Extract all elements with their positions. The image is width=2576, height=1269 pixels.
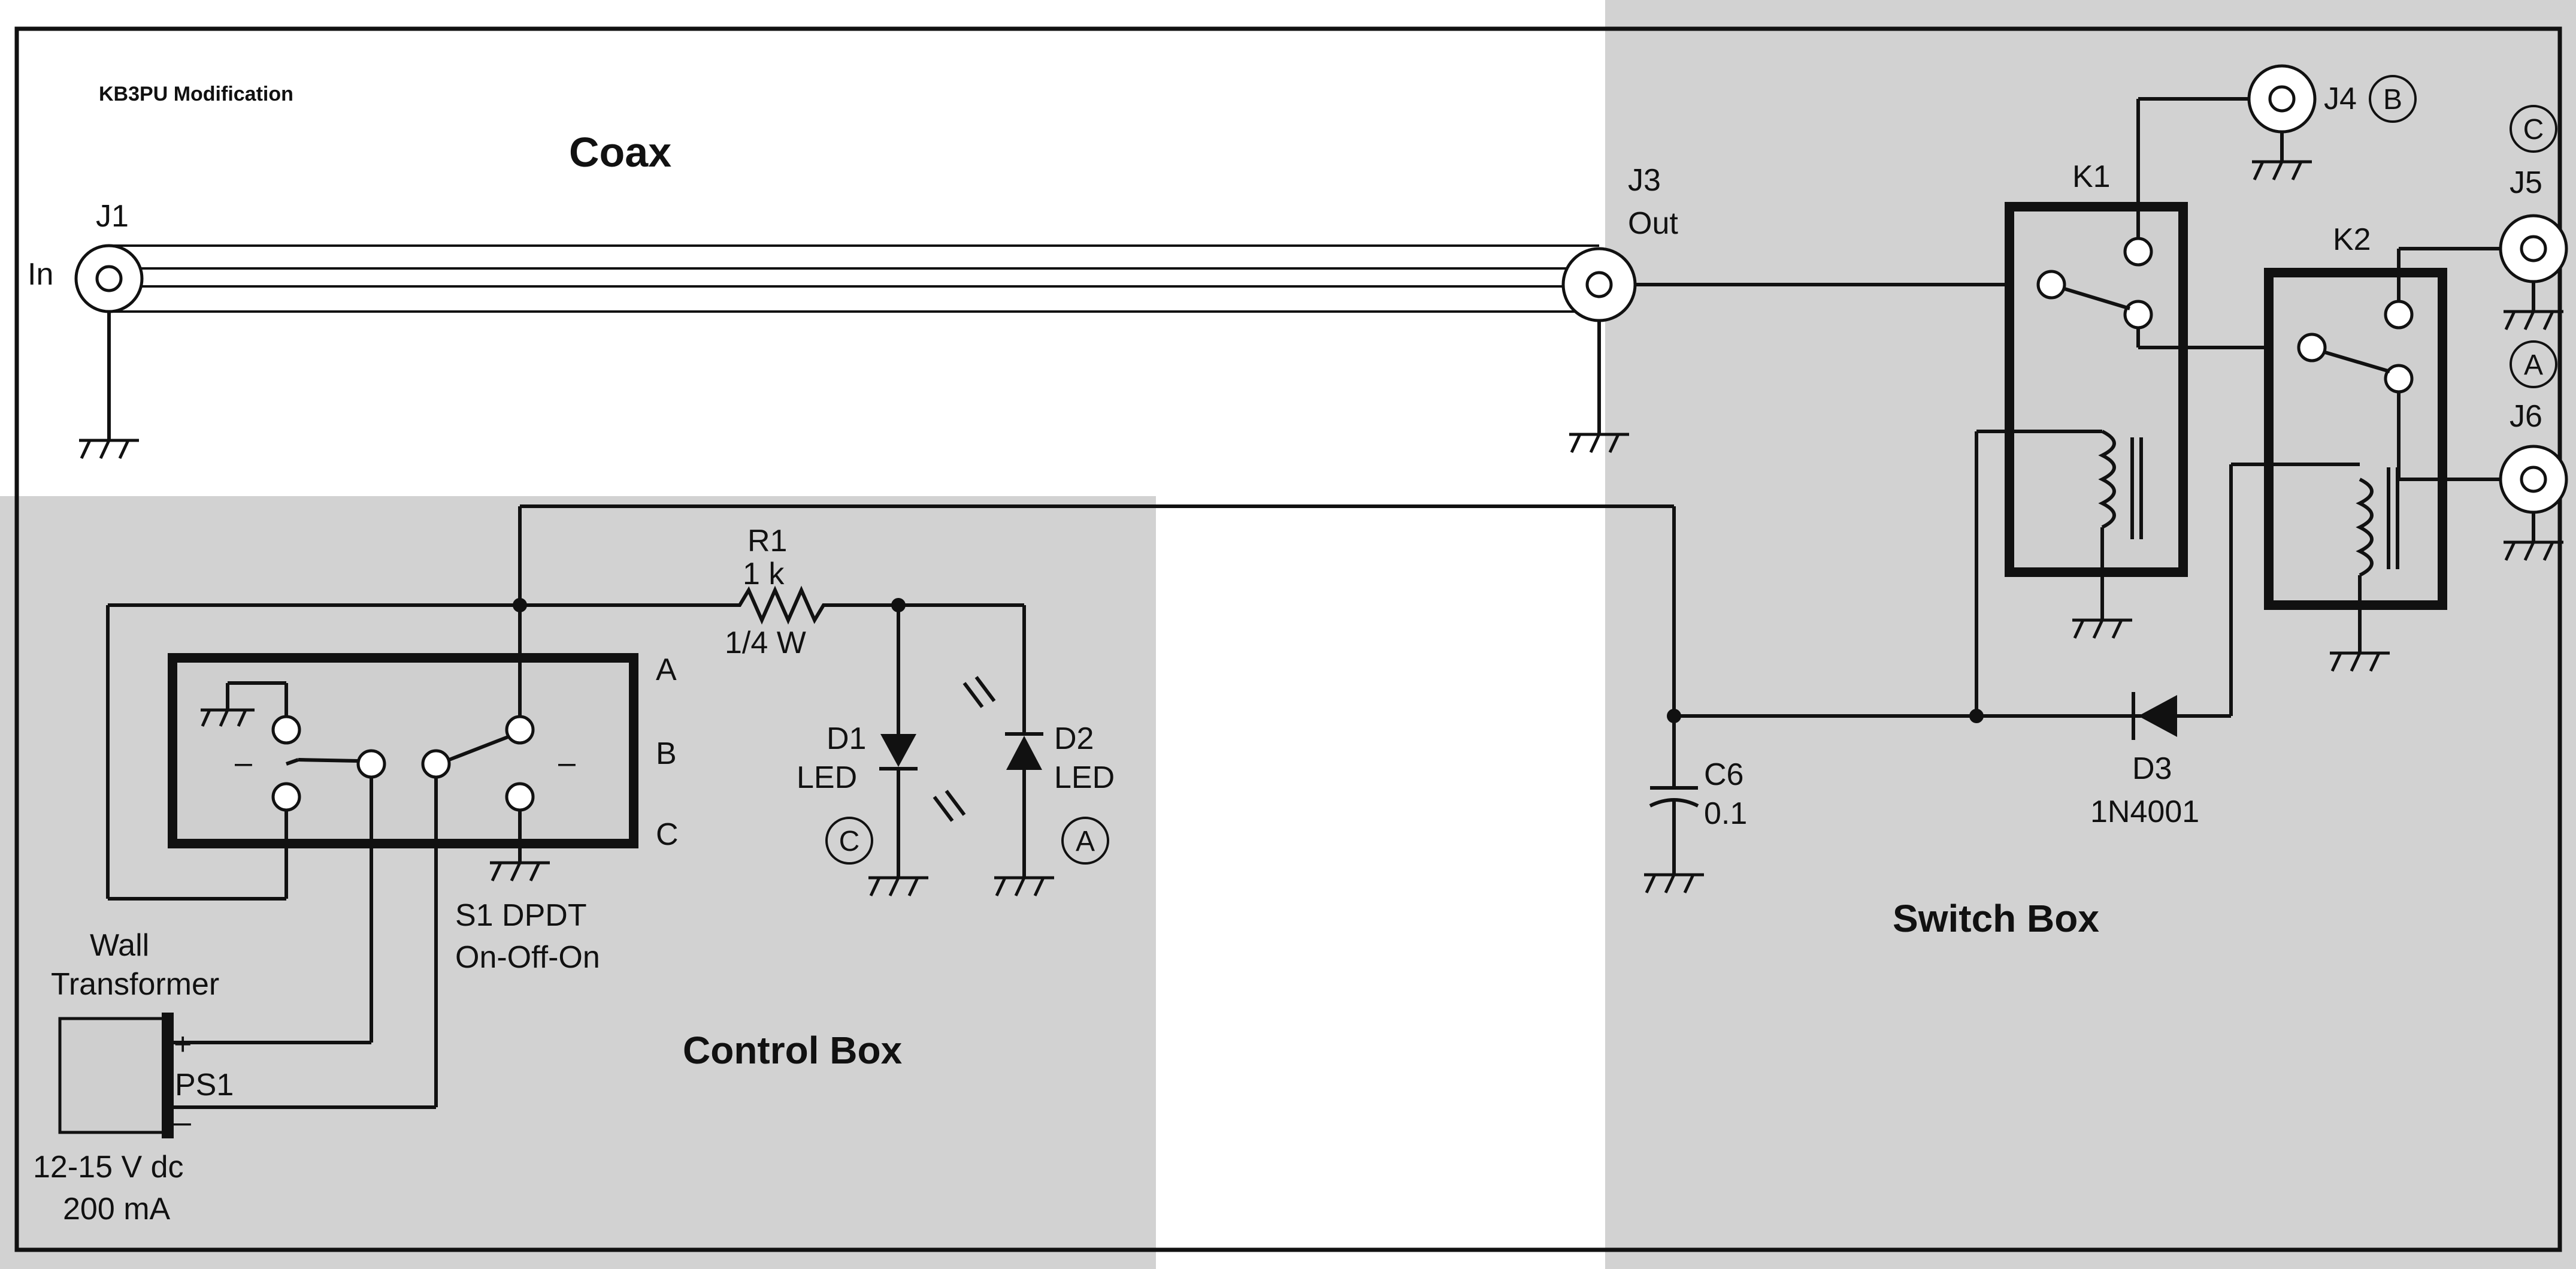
marker-a-circle [2510, 340, 2557, 388]
svg-text:K2: K2 [2333, 222, 2371, 257]
ground-s1-internal [201, 708, 255, 727]
svg-text:R1: R1 [747, 524, 787, 558]
svg-text:–: – [558, 745, 576, 780]
ground-k1 [2072, 618, 2132, 639]
ground-c6 [1644, 873, 1704, 894]
jack-j3: J3 Out [1561, 163, 1678, 434]
svg-text:1/4 W: 1/4 W [725, 626, 806, 660]
ground-k2 [2330, 651, 2390, 672]
svg-text:PS1: PS1 [175, 1068, 234, 1102]
svg-text:B: B [656, 736, 677, 771]
jack-j4: J4 B [2136, 64, 2417, 238]
svg-text:200 mA: 200 mA [63, 1192, 171, 1226]
svg-text:Transformer: Transformer [51, 967, 219, 1002]
svg-text:J4: J4 [2324, 81, 2357, 116]
led-d1: D1 LED C [797, 605, 966, 878]
svg-text:C6: C6 [1704, 757, 1743, 792]
svg-text:J3: J3 [1628, 163, 1661, 198]
svg-text:C: C [656, 817, 679, 852]
svg-text:A: A [1076, 826, 1095, 857]
svg-text:K1: K1 [2072, 159, 2111, 194]
coax-cable [109, 244, 1599, 313]
ground-j1 [79, 439, 139, 460]
svg-text:J1: J1 [96, 199, 129, 234]
junction-k1 [1969, 709, 1984, 723]
switch-box-label: Switch Box [1893, 897, 2099, 940]
jack-j6: J6 [2397, 392, 2568, 542]
jack-j5: J5 C [2397, 105, 2568, 312]
svg-text:C: C [839, 826, 860, 857]
control-box-label: Control Box [683, 1029, 903, 1072]
svg-text:B: B [2383, 84, 2402, 116]
svg-text:A: A [656, 652, 677, 687]
diode-d3: D3 1N4001 [2090, 692, 2231, 829]
svg-text:12-15 V dc: 12-15 V dc [33, 1150, 184, 1185]
led-d2: D2 LED A [962, 605, 1115, 878]
svg-text:D3: D3 [2132, 751, 2172, 786]
svg-text:1N4001: 1N4001 [2090, 794, 2199, 829]
svg-text:Wall: Wall [90, 928, 149, 963]
svg-text:J5: J5 [2510, 165, 2542, 200]
svg-text:D2: D2 [1054, 721, 1094, 756]
ground-j3 [1569, 433, 1629, 454]
relay-k1: K1 [1975, 159, 2188, 716]
svg-text:D1: D1 [827, 721, 866, 756]
svg-text:0.1: 0.1 [1704, 796, 1747, 831]
svg-text:–: – [235, 745, 252, 780]
ground-j5 [2504, 310, 2563, 331]
svg-text:C: C [2523, 114, 2544, 146]
svg-text:LED: LED [797, 760, 857, 795]
control-box-panel [0, 496, 1156, 1269]
svg-text:On-Off-On: On-Off-On [455, 940, 600, 975]
svg-text:J6: J6 [2510, 399, 2542, 434]
marker-a-label: A [2524, 349, 2543, 381]
diagram-border [14, 26, 2562, 1252]
ground-s1-c [490, 861, 550, 882]
coax-title: Coax [569, 129, 671, 176]
modification-note: KB3PU Modification [99, 83, 293, 105]
svg-text:In: In [28, 257, 53, 292]
svg-text:LED: LED [1054, 760, 1115, 795]
power-supply-ps1: Wall Transformer + PS1 – 12-15 V dc 200 … [33, 777, 438, 1226]
ground-j4 [2252, 160, 2312, 181]
ground-d1 [868, 876, 928, 897]
ground-j6 [2504, 540, 2563, 561]
relay-k2: K2 [2229, 222, 2447, 716]
jack-j1: J1 In [28, 199, 144, 440]
capacitor-c6: C6 0.1 [1649, 506, 1747, 875]
svg-text:Out: Out [1628, 206, 1678, 241]
switch-s1: A B C – – S1 DPDT On-Off-On [168, 605, 679, 975]
svg-text:–: – [174, 1105, 191, 1140]
svg-text:1 k: 1 k [743, 557, 785, 591]
resistor-r1: R1 1 k 1/4 W [713, 524, 898, 660]
svg-text:S1 DPDT: S1 DPDT [455, 898, 587, 933]
ground-d2 [994, 876, 1054, 897]
